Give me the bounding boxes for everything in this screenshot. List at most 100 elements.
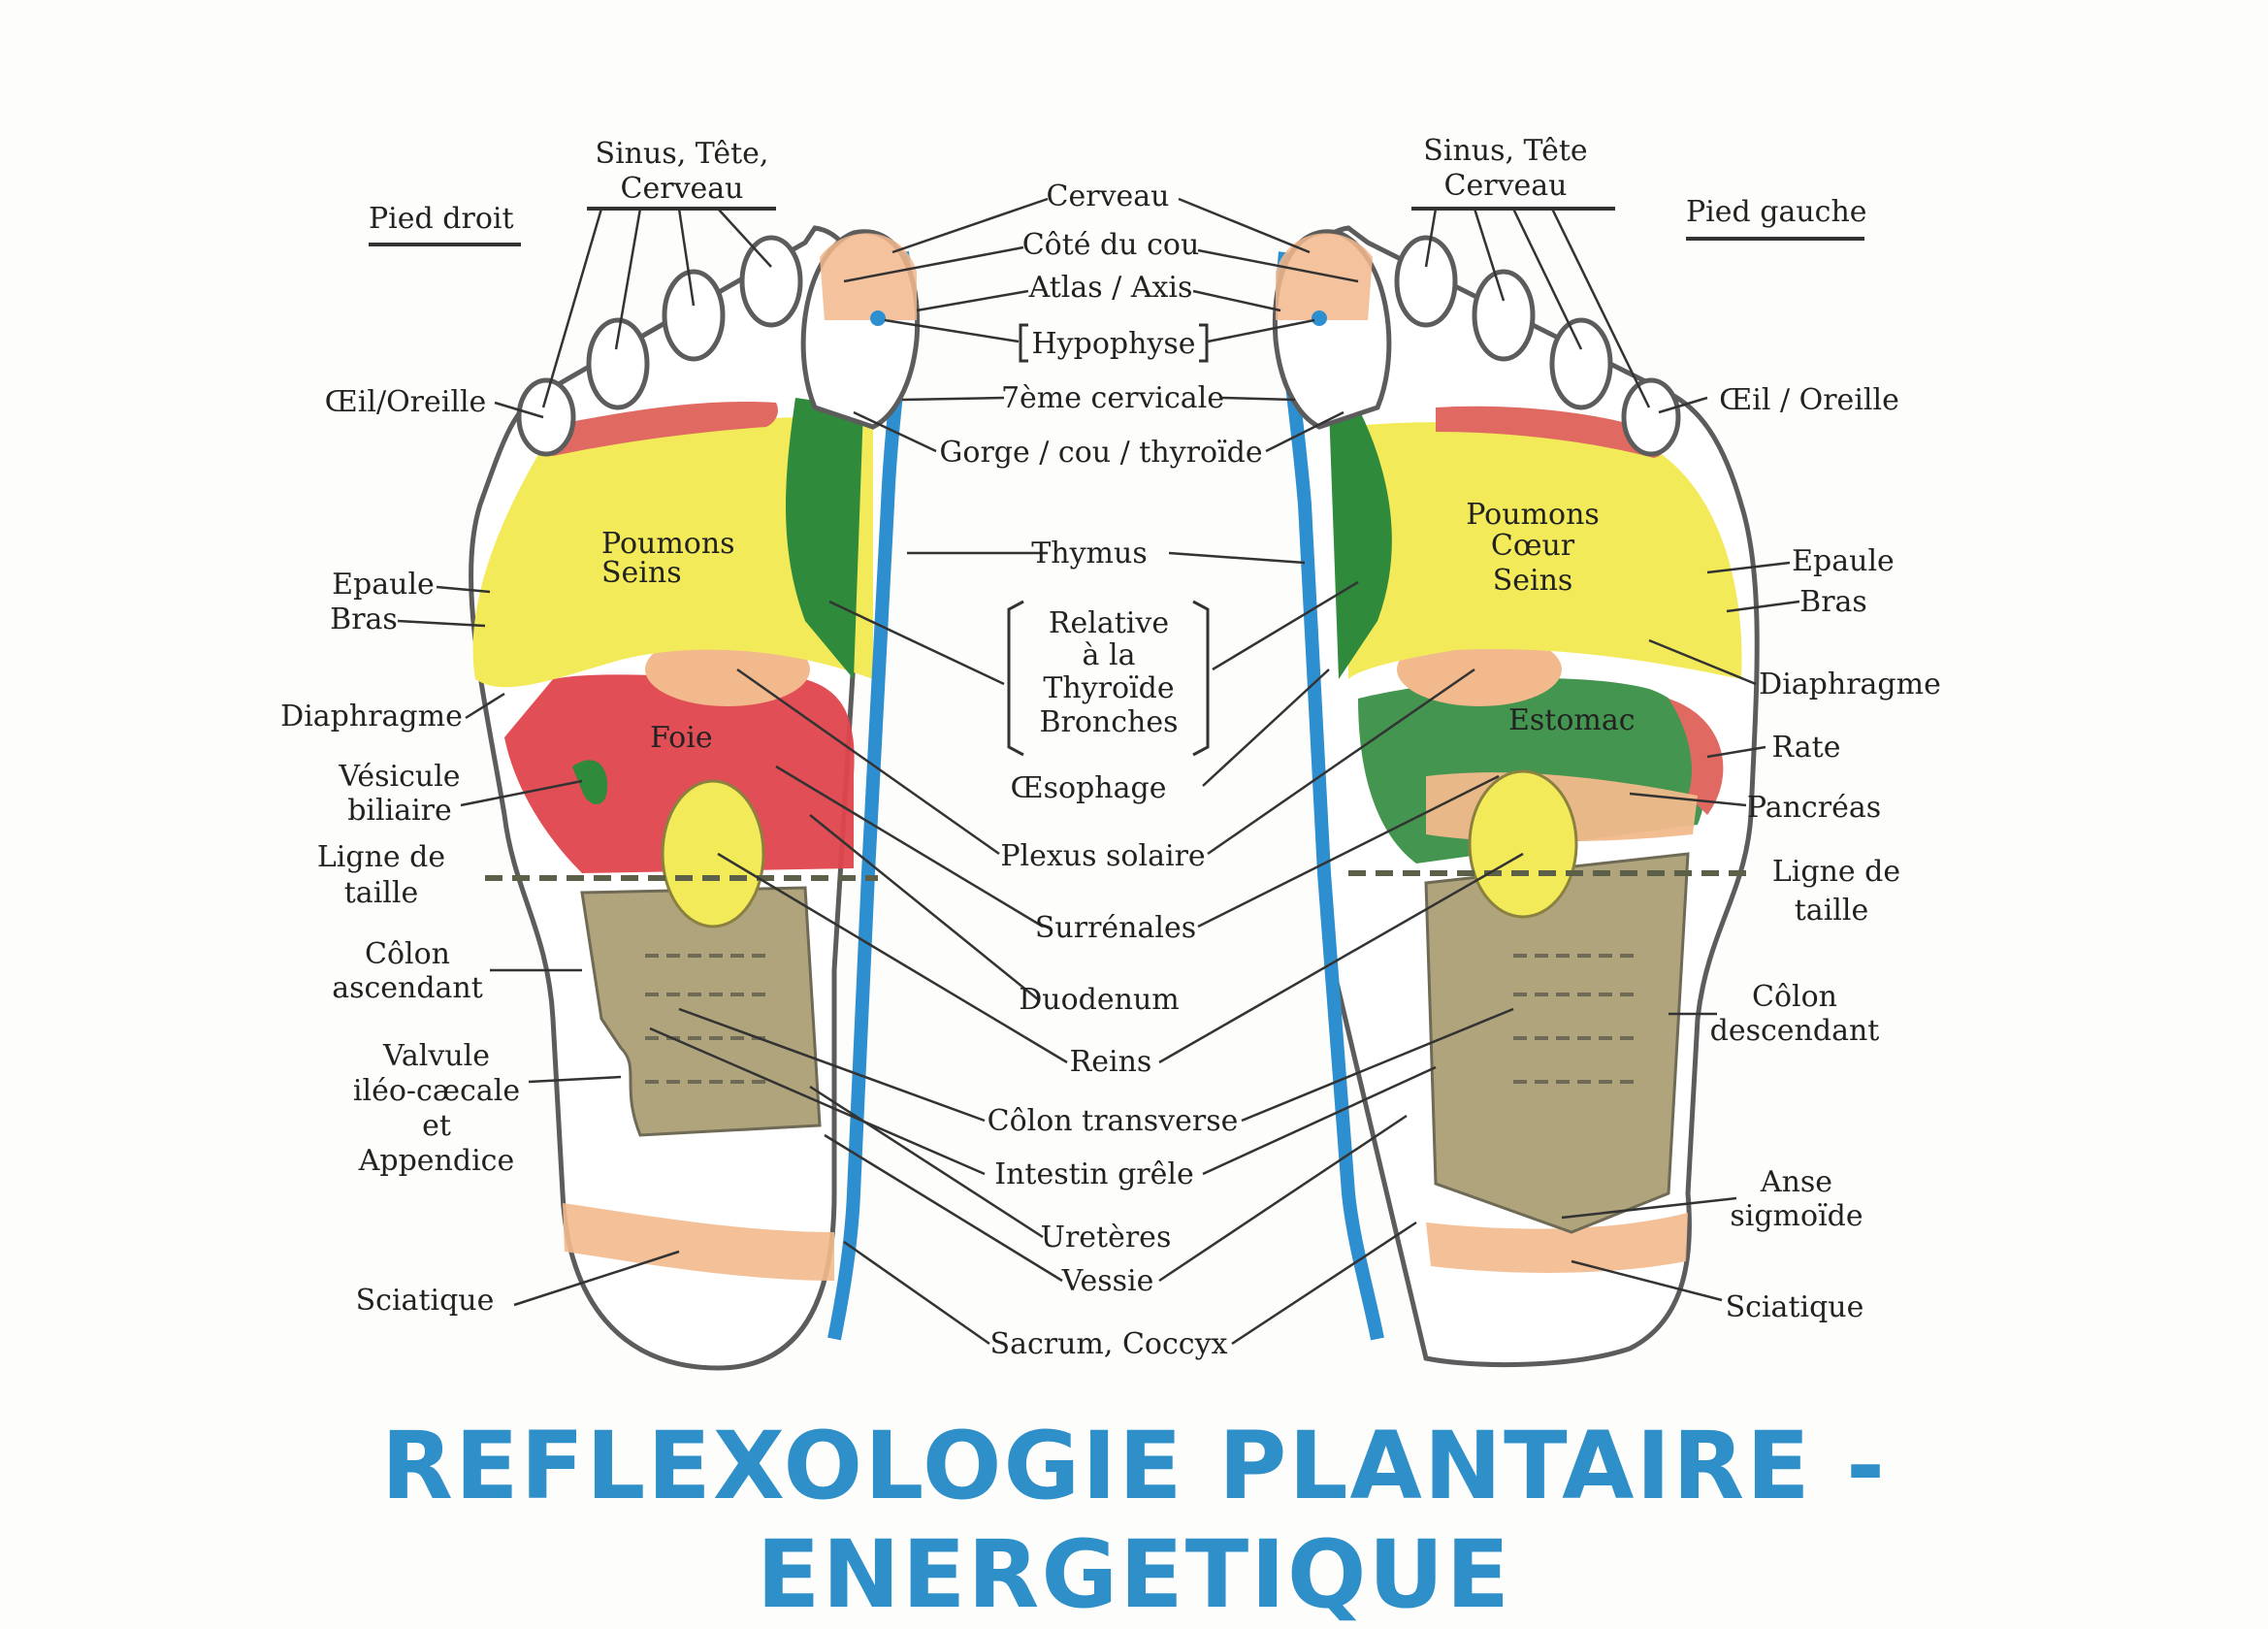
leader-diaph-r <box>1648 638 1757 686</box>
label-relative-2: à la <box>1083 638 1136 672</box>
label-vesicule-2: biliaire <box>347 794 452 828</box>
label-ligne-right-2: taille <box>1795 894 1868 928</box>
leader-gorge-r <box>853 410 937 453</box>
left-toe-2 <box>1394 235 1458 328</box>
left-colon-area <box>1424 852 1690 1234</box>
bracket-hypophyse-left <box>1019 323 1028 363</box>
leader-oeso-l <box>1202 668 1330 787</box>
label-intestin-grele: Intestin grêle <box>994 1157 1194 1191</box>
label-bras-right: Bras <box>1799 585 1867 619</box>
page-title: REFLEXOLOGIE PLANTAIRE - ENERGETIQUE <box>381 1412 1887 1629</box>
leader-sinus-r-1 <box>541 208 603 408</box>
leader-plexus-l <box>1207 668 1475 856</box>
bracket-relative-left <box>1007 600 1024 757</box>
label-oeil-oreille-left: Œil/Oreille <box>325 385 487 419</box>
label-colon-asc-2: ascendant <box>332 971 483 1005</box>
leader-vesic-l <box>460 779 583 807</box>
leader-intest-r <box>649 1026 986 1176</box>
label-thymus: Thymus <box>1031 537 1147 570</box>
label-foie: Foie <box>650 721 713 755</box>
label-valvule-4: Appendice <box>358 1144 515 1178</box>
label-vesicule-1: Vésicule <box>338 760 460 794</box>
leader-diaph-l <box>465 692 505 720</box>
label-relative-4: Bronches <box>1039 705 1178 739</box>
label-7eme-cervicale: 7ème cervicale <box>1001 381 1224 415</box>
header-sinus-right-1: Sinus, Tête, <box>596 137 769 171</box>
left-small-toes <box>1394 235 1681 457</box>
leader-relative-l <box>1212 580 1359 671</box>
label-gorge: Gorge / cou / thyroïde <box>939 436 1262 470</box>
leader-duod-r <box>809 814 1039 1000</box>
label-poumons-seins-2: Seins <box>601 556 682 590</box>
label-ureteres: Uretères <box>1041 1221 1172 1254</box>
left-hypophyse-dot <box>1312 310 1327 326</box>
left-toe-4 <box>1549 317 1613 410</box>
leader-rate-r <box>1706 745 1766 759</box>
label-sacrum-coccyx: Sacrum, Coccyx <box>990 1327 1228 1361</box>
label-poumons-coeur-1: Poumons <box>1466 498 1600 532</box>
leader-cervicale-l <box>1221 396 1296 402</box>
header-sinus-left-2: Cerveau <box>1444 169 1568 203</box>
leader-sinus-r-2 <box>614 208 642 350</box>
label-colon-desc-2: descendant <box>1710 1014 1880 1048</box>
label-atlas-axis: Atlas / Axis <box>1028 271 1193 305</box>
leader-cervicale-r <box>901 396 1005 402</box>
label-surrenales: Surrénales <box>1035 911 1196 945</box>
right-colon-area <box>580 886 822 1137</box>
right-small-toes <box>516 235 803 457</box>
label-duodenum: Duodenum <box>1019 983 1179 1017</box>
label-poumons-seins-1: Poumons <box>601 527 735 561</box>
leader-colont-r <box>678 1007 986 1123</box>
leader-sinus-l-4 <box>1550 208 1651 408</box>
left-sciatic-band <box>1426 1213 1688 1273</box>
label-epaule-left: Epaule <box>332 568 435 602</box>
label-bras-left: Bras <box>330 603 398 636</box>
header-pied-gauche: Pied gauche <box>1686 195 1867 229</box>
leader-sinus-l-2 <box>1473 208 1506 302</box>
label-diaphragme-left: Diaphragme <box>280 700 463 733</box>
right-eye-band <box>543 402 778 456</box>
header-sinus-right-2: Cerveau <box>621 172 744 206</box>
leader-gorge-l <box>1265 410 1345 453</box>
label-anse-2: sigmoïde <box>1730 1199 1863 1233</box>
leader-sciat-l <box>513 1250 680 1307</box>
leader-epaule-r <box>1706 561 1791 574</box>
leader-oeil-r <box>1658 396 1708 414</box>
leader-cote-r <box>843 245 1024 283</box>
left-big-toe-tip <box>1276 233 1373 320</box>
label-reins: Reins <box>1070 1045 1152 1079</box>
leader-bras-l <box>397 619 486 628</box>
leader-bras-r <box>1726 600 1800 613</box>
header-pied-droit: Pied droit <box>369 202 514 236</box>
label-valvule-2: iléo-cæcale <box>353 1074 520 1108</box>
label-poumons-coeur-2: Cœur <box>1491 529 1575 563</box>
label-ligne-left-2: taille <box>344 876 418 910</box>
leader-valv-l <box>528 1075 622 1084</box>
leader-surr-r <box>775 765 1044 929</box>
leader-relative-r <box>828 600 1005 686</box>
leader-plexus-r <box>736 668 1000 856</box>
right-toe-2 <box>739 235 803 328</box>
leader-hypo-r <box>884 318 1020 343</box>
label-oeil-oreille-right: Œil / Oreille <box>1719 383 1899 417</box>
leader-uret-r <box>809 1085 1044 1239</box>
leader-epaule-l <box>436 585 491 594</box>
label-valvule-3: et <box>422 1109 451 1143</box>
right-liver <box>504 673 855 873</box>
label-cote-du-cou: Côté du cou <box>1022 228 1200 262</box>
label-ligne-right-1: Ligne de <box>1772 855 1900 889</box>
leader-reins-r <box>717 852 1068 1064</box>
left-toe-5 <box>1621 377 1681 457</box>
leader-thymus-l <box>1168 551 1306 565</box>
leader-oeil-l <box>494 401 544 419</box>
label-colon-desc-1: Côlon <box>1752 980 1837 1014</box>
leader-sinus-r-4 <box>717 208 772 268</box>
left-lungs <box>1348 422 1742 679</box>
leader-sacrum-l <box>1231 1221 1417 1346</box>
label-sciatique-right: Sciatique <box>1726 1290 1864 1324</box>
leader-sinus-r-3 <box>677 208 696 307</box>
label-estomac: Estomac <box>1508 703 1636 737</box>
leader-vessie-l <box>1158 1114 1408 1283</box>
left-kidney <box>1468 769 1578 919</box>
